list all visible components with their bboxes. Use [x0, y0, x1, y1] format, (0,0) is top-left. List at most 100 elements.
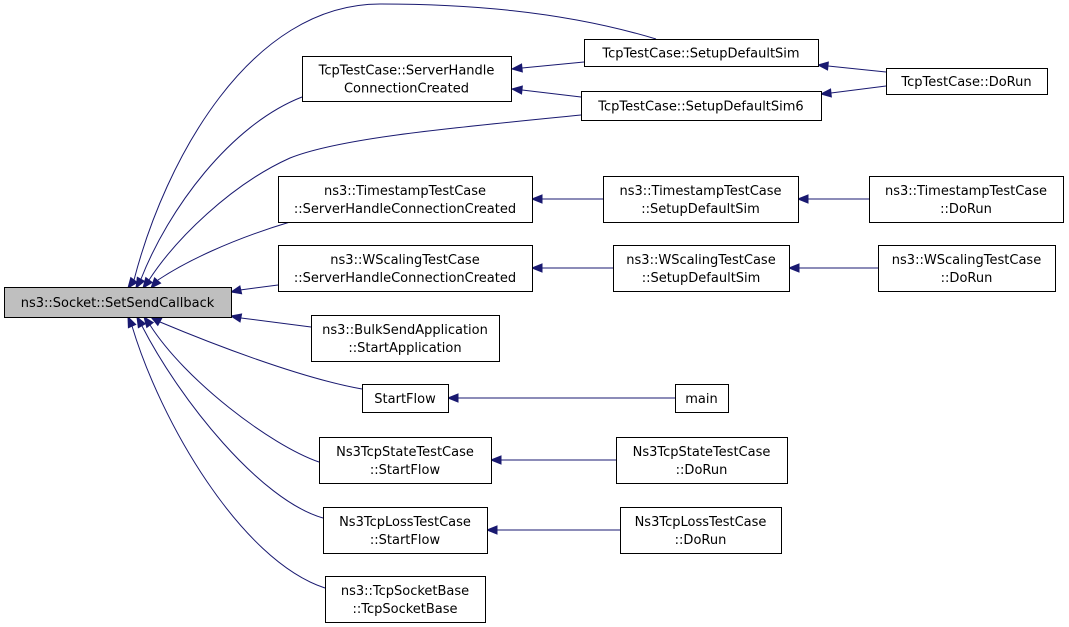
node-label: TcpTestCase::SetupDefaultSim6 — [597, 100, 803, 115]
node-box — [675, 384, 729, 413]
edge-main-to-startflow — [446, 393, 675, 403]
node-label: Ns3TcpStateTestCase — [633, 445, 771, 460]
arrowhead — [485, 525, 498, 535]
edge-tcp_sds-to-tcp_shcc — [510, 61, 585, 73]
arrowhead — [796, 194, 809, 204]
arrowhead — [510, 63, 523, 73]
node-main[interactable]: main — [675, 384, 729, 413]
edge-loss_sf-to-root — [136, 315, 324, 519]
edge-tcp_sds6-to-tcp_shcc — [510, 85, 582, 98]
edge-ts_dorun-to-ts_sds — [796, 194, 869, 204]
node-label: ::StartApplication — [348, 341, 461, 356]
node-ts_shcc[interactable]: ns3::TimestampTestCase::ServerHandleConn… — [278, 176, 533, 223]
node-label: main — [685, 392, 717, 407]
node-label: ::SetupDefaultSim — [641, 202, 760, 217]
arrowhead — [489, 455, 502, 465]
arrowhead — [149, 316, 163, 327]
arrowhead — [142, 276, 154, 290]
node-box — [4, 287, 232, 318]
node-tsb[interactable]: ns3::TcpSocketBase::TcpSocketBase — [325, 576, 486, 623]
node-ts_dorun[interactable]: ns3::TimestampTestCase::DoRun — [869, 176, 1064, 223]
node-tcp_shcc[interactable]: TcpTestCase::ServerHandleConnectionCreat… — [302, 56, 512, 102]
node-label: ::ServerHandleConnectionCreated — [294, 202, 516, 217]
node-box — [302, 56, 512, 102]
node-startflow[interactable]: StartFlow — [362, 384, 449, 413]
node-ws_sds[interactable]: ns3::WScalingTestCase::SetupDefaultSim — [613, 245, 790, 292]
arrowhead — [530, 263, 543, 273]
node-label: ::TcpSocketBase — [352, 602, 457, 617]
edge-tcp_shcc-to-root — [135, 96, 303, 290]
node-ts_sds[interactable]: ns3::TimestampTestCase::SetupDefaultSim — [603, 176, 799, 223]
edge-state_sf-to-root — [143, 315, 320, 463]
node-root[interactable]: ns3::Socket::SetSendCallback — [4, 287, 232, 318]
node-label: ::SetupDefaultSim — [642, 271, 761, 286]
node-label: ns3::BulkSendApplication — [322, 323, 488, 338]
node-box — [581, 91, 822, 121]
node-label: ::DoRun — [676, 463, 728, 478]
arrowhead — [819, 88, 832, 98]
node-loss_dorun[interactable]: Ns3TcpLossTestCase::DoRun — [620, 507, 782, 554]
edge-tcp_dorun-to-tcp_sds — [816, 61, 887, 73]
node-box — [613, 245, 790, 292]
node-label: ::ServerHandleConnectionCreated — [294, 271, 516, 286]
node-label: TcpTestCase::SetupDefaultSim — [601, 47, 799, 62]
node-box — [278, 245, 533, 292]
node-label: ns3::WScalingTestCase — [892, 253, 1041, 268]
edge-bulk-to-root — [229, 313, 312, 328]
node-label: ns3::Socket::SetSendCallback — [21, 296, 215, 311]
node-label: ::DoRun — [941, 271, 993, 286]
node-box — [323, 507, 488, 554]
node-tcp_sds[interactable]: TcpTestCase::SetupDefaultSim — [584, 39, 819, 67]
node-box — [603, 176, 799, 223]
node-ws_shcc[interactable]: ns3::WScalingTestCase::ServerHandleConne… — [278, 245, 533, 292]
edge-tcp_dorun-to-tcp_sds6 — [819, 85, 887, 98]
edge-tcp_sds-to-root — [127, 3, 657, 290]
node-label: ::StartFlow — [370, 533, 441, 548]
edge-ws_dorun-to-ws_sds — [787, 263, 878, 273]
edges-layer — [127, 3, 887, 589]
nodes-layer: ns3::Socket::SetSendCallback TcpTestCase:… — [4, 39, 1064, 623]
arrowhead — [530, 194, 543, 204]
node-label: Ns3TcpLossTestCase — [339, 515, 471, 530]
arrowhead — [816, 61, 829, 71]
node-label: ns3::WScalingTestCase — [626, 253, 775, 268]
node-box — [620, 507, 782, 554]
node-box — [869, 176, 1064, 223]
node-label: TcpTestCase::ServerHandle — [318, 64, 495, 79]
edge-tsb-to-root — [127, 315, 326, 589]
node-label: Ns3TcpLossTestCase — [635, 515, 767, 530]
node-box — [319, 437, 492, 484]
arrowhead — [127, 315, 137, 329]
node-label: Ns3TcpStateTestCase — [336, 445, 474, 460]
node-tcp_dorun[interactable]: TcpTestCase::DoRun — [886, 68, 1048, 95]
node-box — [325, 576, 486, 623]
node-label: TcpTestCase::DoRun — [900, 75, 1031, 90]
node-label: ns3::TimestampTestCase — [619, 184, 781, 199]
node-ws_dorun[interactable]: ns3::WScalingTestCase::DoRun — [878, 245, 1056, 292]
node-box — [584, 39, 819, 67]
node-label: ::DoRun — [675, 533, 727, 548]
node-label: ns3::TimestampTestCase — [885, 184, 1047, 199]
node-state_sf[interactable]: Ns3TcpStateTestCase::StartFlow — [319, 437, 492, 484]
node-box — [362, 384, 449, 413]
node-state_dorun[interactable]: Ns3TcpStateTestCase::DoRun — [616, 437, 788, 484]
arrowhead — [150, 276, 162, 290]
node-tcp_sds6[interactable]: TcpTestCase::SetupDefaultSim6 — [581, 91, 822, 121]
node-label: ns3::TcpSocketBase — [341, 584, 469, 599]
arrowhead — [143, 315, 155, 329]
node-bulk[interactable]: ns3::BulkSendApplication::StartApplicati… — [311, 315, 500, 362]
arrowhead — [446, 393, 459, 403]
edge-ts_sds-to-ts_shcc — [530, 194, 603, 204]
edge-loss_dorun-to-loss_sf — [485, 525, 620, 535]
node-box — [616, 437, 788, 484]
arrowhead — [510, 85, 523, 95]
arrowhead — [127, 276, 139, 290]
node-loss_sf[interactable]: Ns3TcpLossTestCase::StartFlow — [323, 507, 488, 554]
edge-tcp_sds6-to-root — [142, 114, 582, 290]
arrowhead — [136, 315, 147, 329]
node-box — [886, 68, 1048, 95]
node-box — [278, 176, 533, 223]
node-label: StartFlow — [374, 392, 436, 407]
node-label: ns3::WScalingTestCase — [330, 253, 479, 268]
